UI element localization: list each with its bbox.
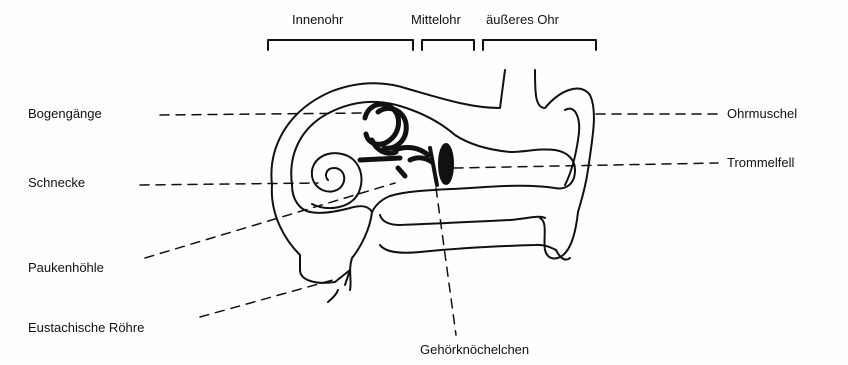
label-tympanic-cavity: Paukenhöhle [28,260,104,276]
header-outer-ear: äußeres Ohr [486,12,559,28]
leader-ossicles [436,188,456,335]
header-inner-ear: Innenohr [292,12,343,28]
bracket-inner-ear [268,40,413,50]
ossicles [360,148,432,176]
label-semicircular-canals: Bogengänge [28,106,102,122]
auricle-shape [535,70,594,259]
label-ossicles: Gehörknöchelchen [420,342,529,358]
bracket-outer-ear [483,40,596,50]
eardrum [430,144,453,185]
leader-eustachian-tube [200,278,340,317]
label-eustachian-tube: Eustachische Röhre [28,320,144,336]
leader-semicircular-canals [160,113,365,115]
inner-layer-outline [291,102,575,290]
label-auricle: Ohrmuschel [727,106,797,122]
header-middle-ear: Mittelohr [411,12,461,28]
ear-canal [380,215,570,260]
label-eardrum: Trommelfell [727,155,794,171]
bracket-middle-ear [422,40,474,50]
leader-eardrum [454,163,718,168]
label-cochlea: Schnecke [28,175,85,191]
